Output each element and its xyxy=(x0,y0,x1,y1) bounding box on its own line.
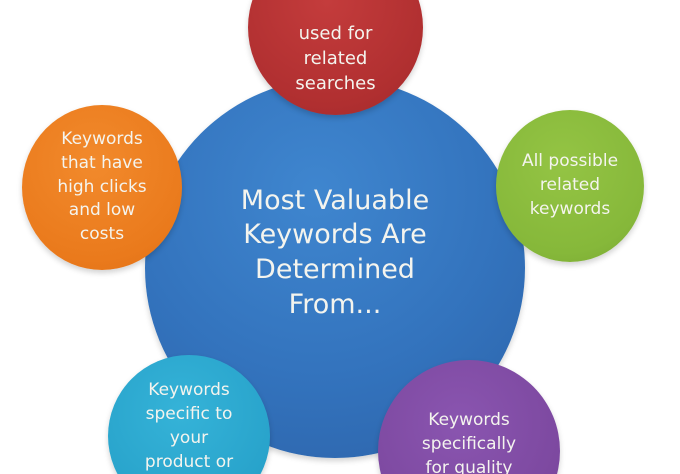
node-product-specific: Keywords specific to your product or xyxy=(108,355,270,474)
node-high-clicks-low-costs: Keywords that have high clicks and low c… xyxy=(22,105,182,270)
node-label: Keywords specifically for quality xyxy=(421,410,517,474)
node-all-related-keywords: All possible related keywords xyxy=(496,110,644,262)
center-hub-label: Most Valuable Keywords Are Determined Fr… xyxy=(240,184,430,320)
node-label: Keywords that have high clicks and low c… xyxy=(57,129,147,245)
node-label: Keywords specific to your product or xyxy=(144,380,234,472)
node-label: All possible related keywords xyxy=(521,151,619,219)
node-label: used for related searches xyxy=(295,22,376,95)
